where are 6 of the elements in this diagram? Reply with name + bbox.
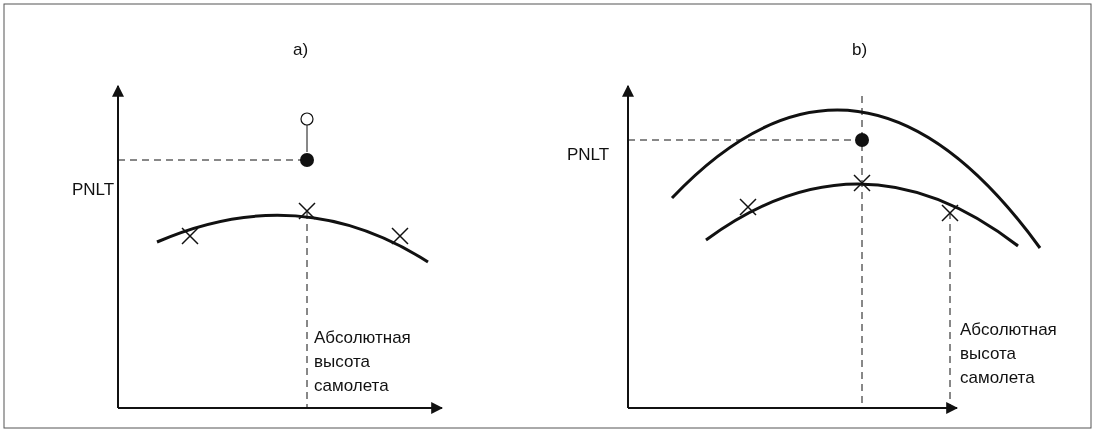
panel-label: b) [852,39,869,61]
axis-label: Абсолютная высота самолета [960,319,1058,389]
axis-label: PNLT [567,144,611,166]
axis-label: Абсолютная высота самолета [314,327,412,397]
panel-label: a) [293,39,310,61]
axis-label: PNLT [72,179,116,201]
